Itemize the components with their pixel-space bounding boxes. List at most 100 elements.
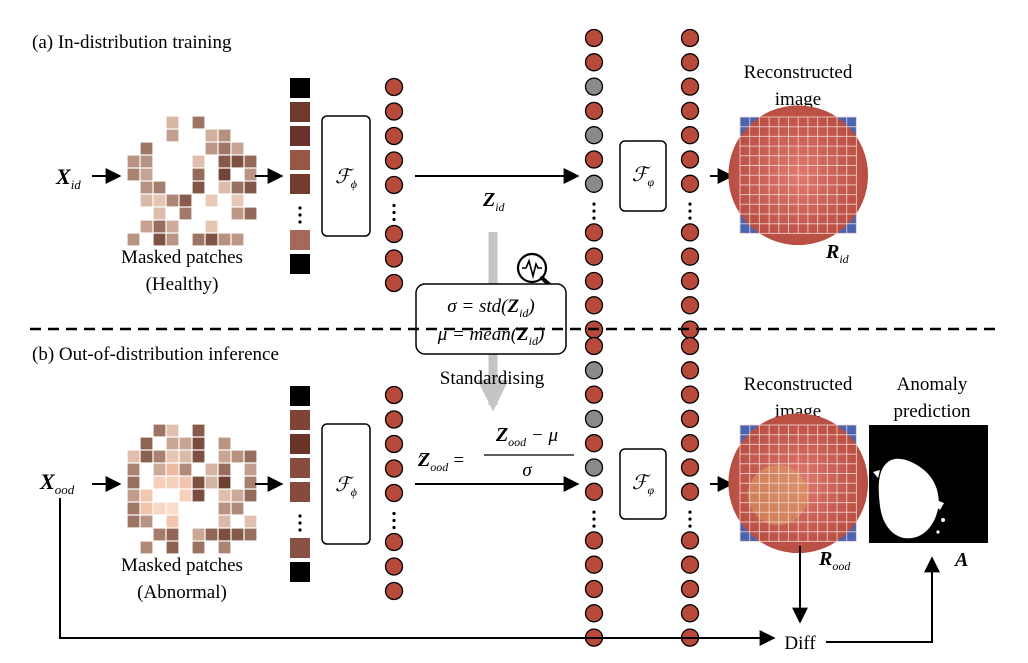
node <box>584 271 604 291</box>
patch <box>140 220 153 233</box>
node <box>680 28 700 48</box>
patch <box>153 476 166 489</box>
standardisation-equation: ~ Zood= Zood − μ σ <box>417 424 574 481</box>
node <box>384 410 404 429</box>
patch-token <box>290 562 310 582</box>
patch <box>153 194 166 207</box>
arrow-diff-to-anomaly <box>826 556 940 643</box>
node <box>584 336 604 356</box>
patch <box>179 450 192 463</box>
node <box>680 101 700 121</box>
patch <box>127 515 140 528</box>
patch <box>140 168 153 181</box>
patch <box>127 233 140 246</box>
node <box>384 77 404 97</box>
patch <box>218 463 231 476</box>
ellipsis-dot <box>592 202 596 206</box>
node <box>384 175 404 195</box>
eq-tilde: ~ <box>418 449 427 466</box>
patch <box>166 502 179 515</box>
node <box>384 483 404 503</box>
patch-token <box>290 254 310 274</box>
patch <box>127 489 140 502</box>
patch <box>205 528 218 541</box>
masked-patches-healthy <box>127 116 257 246</box>
node <box>680 296 700 315</box>
ellipsis-dot <box>392 518 396 523</box>
anomaly-caption-2: prediction <box>893 401 971 422</box>
patch <box>140 450 153 463</box>
patch <box>127 155 140 168</box>
patch <box>205 194 218 207</box>
ellipsis-dot <box>392 525 396 530</box>
node <box>584 53 604 72</box>
reconstructed-image-abnormal <box>728 413 869 554</box>
node <box>584 223 604 242</box>
stats-mu: μ = mean(Zid) <box>437 324 545 348</box>
node <box>680 223 700 242</box>
node <box>384 434 404 454</box>
patches-caption-healthy-2: (Healthy) <box>146 274 219 295</box>
ellipsis-dot <box>298 213 302 217</box>
node <box>384 581 404 601</box>
patch <box>192 528 205 541</box>
patch <box>244 528 257 541</box>
patch <box>244 168 257 181</box>
patch <box>231 155 244 168</box>
node <box>584 247 604 266</box>
patch <box>192 450 205 463</box>
node <box>584 296 604 315</box>
diff-label: Diff <box>784 633 816 654</box>
patch <box>166 450 179 463</box>
patch-token <box>290 538 310 558</box>
patch <box>205 142 218 155</box>
ellipsis-dot <box>688 209 692 213</box>
patch <box>192 168 205 181</box>
ellipsis-dot <box>298 514 302 518</box>
node <box>584 604 604 623</box>
encoder-output-nodes-b <box>384 385 404 601</box>
recon-caption-a-2: image <box>775 89 821 110</box>
section-a-title: (a) In-distribution training <box>32 32 232 53</box>
patch <box>231 528 244 541</box>
node <box>584 482 604 501</box>
magnifier-waveform-icon <box>516 252 555 290</box>
patch <box>179 194 192 207</box>
patch <box>218 233 231 246</box>
patch <box>244 450 257 463</box>
patch-token <box>290 174 310 194</box>
latent-z-id: Zid <box>482 189 506 214</box>
patch <box>244 463 257 476</box>
patch <box>140 502 153 515</box>
arrow-input-to-diff <box>59 498 776 646</box>
patch <box>166 463 179 476</box>
ellipsis-dot <box>298 521 302 525</box>
node <box>384 126 404 146</box>
node <box>680 174 700 193</box>
node <box>384 224 404 244</box>
ellipsis-dot <box>298 220 302 224</box>
node <box>680 555 700 574</box>
patch <box>218 515 231 528</box>
decoder-box-a <box>619 140 667 212</box>
patch <box>166 220 179 233</box>
ellipsis-dot <box>688 216 692 220</box>
patch <box>140 194 153 207</box>
patch-token <box>290 230 310 250</box>
eq-numerator: Zood − μ <box>495 424 558 449</box>
patch <box>166 116 179 129</box>
patch <box>231 194 244 207</box>
patch-token <box>290 150 310 170</box>
standardising-caption: Standardising <box>440 368 545 389</box>
patch <box>192 489 205 502</box>
node <box>680 458 700 477</box>
ellipsis-dot <box>392 511 396 516</box>
patch-token-strip-b <box>290 386 310 582</box>
patch <box>153 181 166 194</box>
node <box>680 604 700 623</box>
node <box>384 151 404 170</box>
patch <box>244 476 257 489</box>
patch <box>205 220 218 233</box>
patch <box>218 541 231 554</box>
ellipsis-dot <box>688 510 692 514</box>
